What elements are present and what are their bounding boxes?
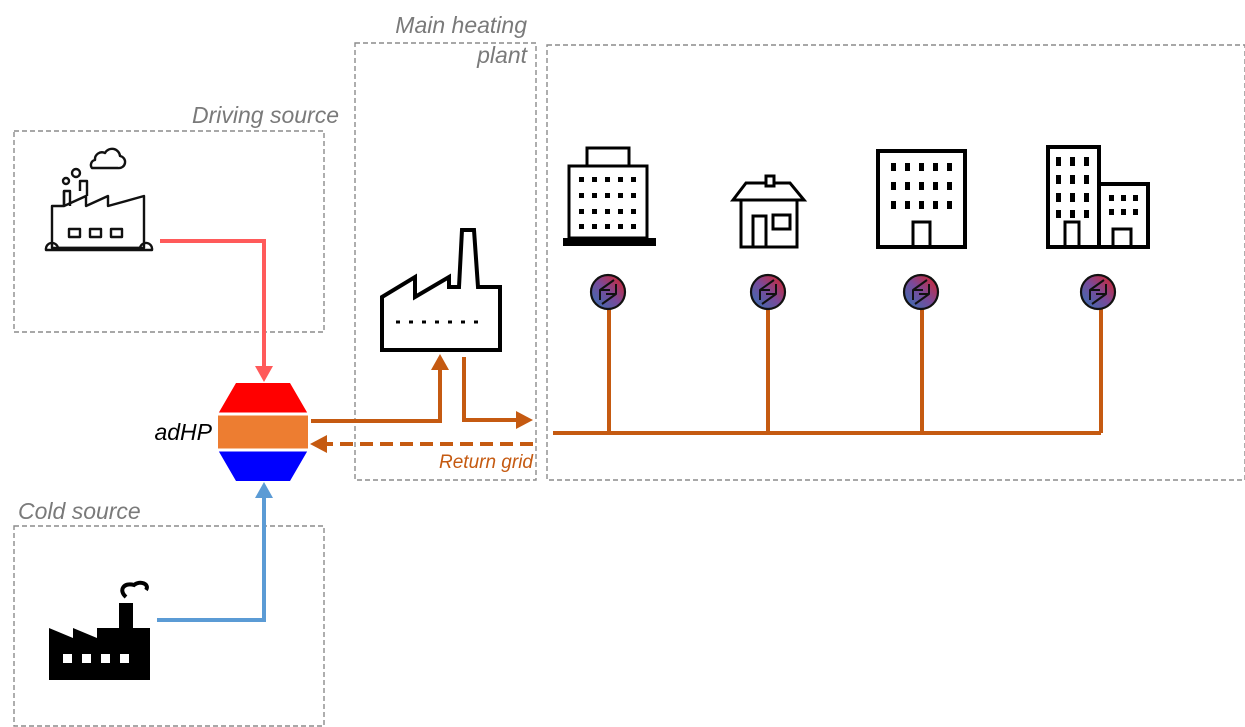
heat-exchanger-icon (1079, 273, 1117, 311)
consumers-box (546, 44, 1245, 481)
distribution-grid (553, 309, 1103, 435)
heat-exchanger-icon (902, 273, 940, 311)
office-tower-icon (563, 146, 656, 246)
driving-heat-line (160, 239, 273, 382)
building-complex-icon (1046, 145, 1150, 249)
factory-outline-icon (44, 147, 154, 252)
apartment-building-icon (876, 149, 967, 249)
main-heating-plant-label-line1: Main heating (395, 12, 527, 38)
driving-source-label: Driving source (192, 102, 339, 128)
adhp-label: adHP (154, 419, 212, 445)
main-heating-plant-label-line2: plant (476, 42, 528, 68)
house-icon (729, 174, 808, 249)
cold-source-line (157, 482, 273, 622)
adhp-unit (218, 383, 308, 481)
plant-to-grid-line (462, 357, 533, 429)
factory-solid-icon (49, 580, 150, 680)
main-heating-plant-box (354, 42, 537, 481)
cold-source-box (13, 525, 325, 727)
driving-source-box (13, 130, 325, 333)
return-grid-label: Return grid (439, 452, 534, 473)
heat-exchanger-icon (589, 273, 627, 311)
return-grid-line (310, 435, 533, 453)
cold-source-label: Cold source (18, 498, 141, 524)
factory-plant-icon (380, 228, 502, 352)
heat-exchanger-icon (749, 273, 787, 311)
adhp-supply-line (311, 354, 449, 423)
